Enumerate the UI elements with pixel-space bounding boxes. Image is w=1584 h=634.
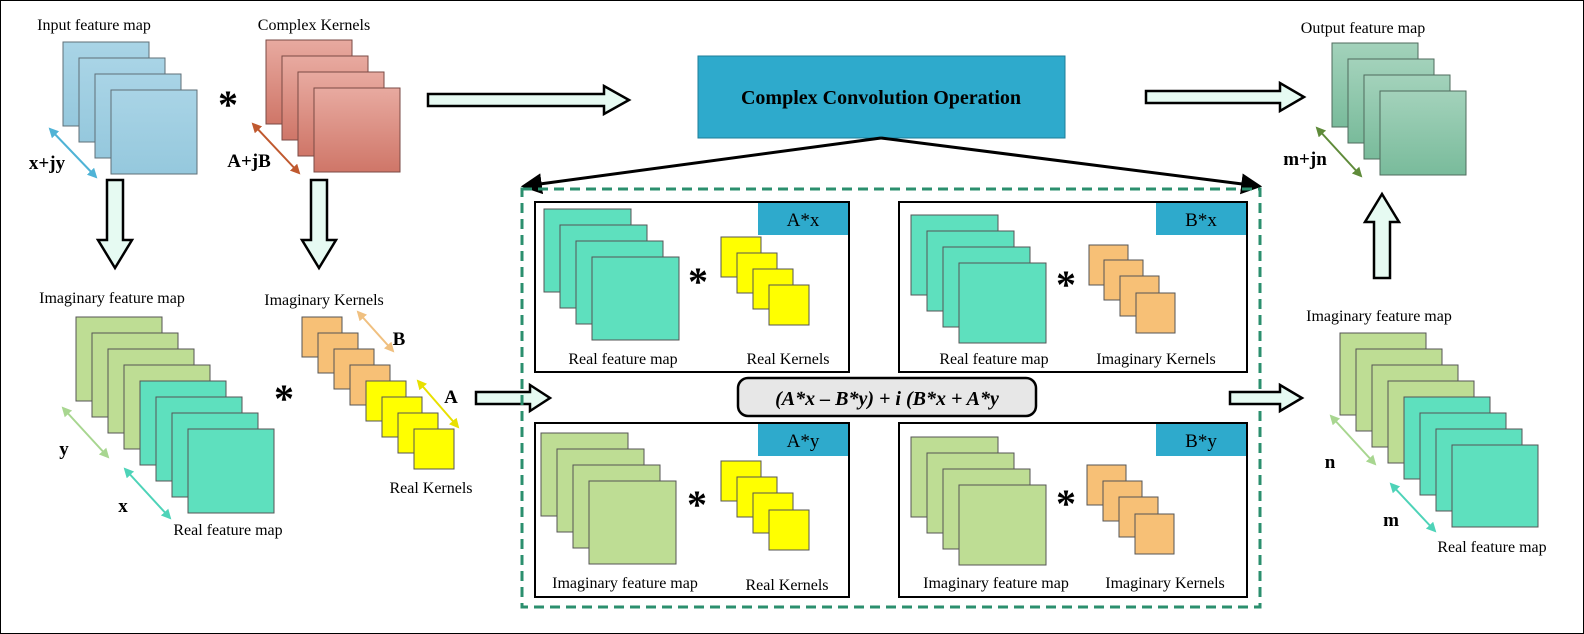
result-formula: (A*x – B*y) + i (B*x + A*y [775, 388, 999, 410]
imaginary-feature-map-label-right: Imaginary feature map [1306, 308, 1452, 325]
operator-star-top: * [218, 82, 238, 127]
imag-depth-arrow-left [61, 406, 110, 459]
right-split-feature-stack [1339, 332, 1539, 528]
panel-b-times-y: B*y * Imaginary feature map Imaginary Ke… [898, 422, 1248, 598]
real-kernel-depth-arrow [416, 379, 460, 429]
left-split-kernel-stack [301, 316, 455, 470]
output-depth-arrow [1315, 126, 1363, 178]
panel-tag-a-times-y: A*y [787, 431, 820, 452]
complex-kernels-stack [265, 39, 401, 173]
input-feature-map-stack [62, 41, 198, 175]
down-arrow-input [95, 178, 135, 271]
fan-arrow-left [520, 136, 882, 195]
real-depth-arrow-right [1389, 482, 1437, 533]
svg-text:*: * [1056, 262, 1076, 307]
imaginary-kernels-label-left: Imaginary Kernels [264, 292, 384, 309]
panel-a-times-y: A*y * Imaginary feature map Real Kernels [534, 422, 850, 598]
operator-star-bottom-left: * [274, 376, 294, 421]
svg-text:Imaginary feature map: Imaginary feature map [552, 575, 698, 592]
variable-A-left: A [444, 387, 458, 408]
left-split-feature-stack [75, 316, 275, 514]
real-feature-map-label-right: Real feature map [1437, 539, 1546, 556]
result-formula-box [736, 376, 1038, 418]
kernel-depth-arrow [251, 122, 301, 175]
complex-convolution-operation-box [697, 55, 1066, 139]
output-complex-variable: m+jn [1283, 149, 1327, 170]
right-arrow-to-output [1144, 80, 1307, 114]
real-feature-map-label-left: Real feature map [173, 522, 282, 539]
input-feature-map-label: Input feature map [37, 17, 151, 34]
svg-text:*: * [1056, 481, 1076, 526]
variable-y-left: y [59, 439, 69, 460]
svg-text:Imaginary Kernels: Imaginary Kernels [1105, 575, 1225, 592]
svg-text:Imaginary Kernels: Imaginary Kernels [1096, 351, 1216, 368]
panel-tag-b-times-y: B*y [1185, 431, 1217, 452]
input-complex-variable: x+jy [29, 153, 66, 174]
variable-m-right: m [1383, 510, 1399, 531]
svg-text:Real feature map: Real feature map [939, 351, 1048, 368]
svg-text:Real Kernels: Real Kernels [745, 577, 828, 594]
svg-text:*: * [687, 482, 707, 527]
operation-title: Complex Convolution Operation [741, 87, 1021, 109]
input-depth-arrow [48, 127, 98, 179]
panel-b-times-x: B*x * Real feature map Imaginary Kernels [898, 201, 1248, 373]
right-arrow-into-panels [474, 382, 553, 414]
imaginary-feature-map-label-left: Imaginary feature map [39, 290, 185, 307]
down-arrow-kernel [299, 178, 339, 271]
svg-text:Real feature map: Real feature map [568, 351, 677, 368]
svg-text:*: * [688, 259, 708, 304]
right-arrow-to-operation [426, 83, 632, 117]
panel-tag-a-times-x: A*x [787, 210, 820, 231]
real-kernels-label-left: Real Kernels [389, 480, 472, 497]
output-feature-map-label: Output feature map [1301, 20, 1425, 37]
variable-n-right: n [1325, 452, 1336, 473]
panel-tag-b-times-x: B*x [1185, 210, 1217, 231]
variable-x-left: x [118, 496, 128, 517]
up-arrow-to-output [1362, 191, 1402, 280]
fan-arrow-right [880, 136, 1263, 195]
imag-depth-arrow-right [1329, 414, 1377, 466]
svg-text:Imaginary feature map: Imaginary feature map [923, 575, 1069, 592]
real-depth-arrow-left [123, 467, 172, 520]
kernel-complex-variable: A+jB [227, 151, 271, 172]
complex-kernels-label: Complex Kernels [258, 17, 370, 34]
svg-text:Real Kernels: Real Kernels [746, 351, 829, 368]
variable-B-left: B [393, 329, 406, 350]
panel-a-times-x: A*x * Real feature map Real Kernels [534, 201, 850, 373]
imag-kernel-depth-arrow [356, 310, 395, 353]
output-feature-map-stack [1331, 42, 1467, 176]
right-arrow-out-of-panels [1228, 382, 1305, 414]
